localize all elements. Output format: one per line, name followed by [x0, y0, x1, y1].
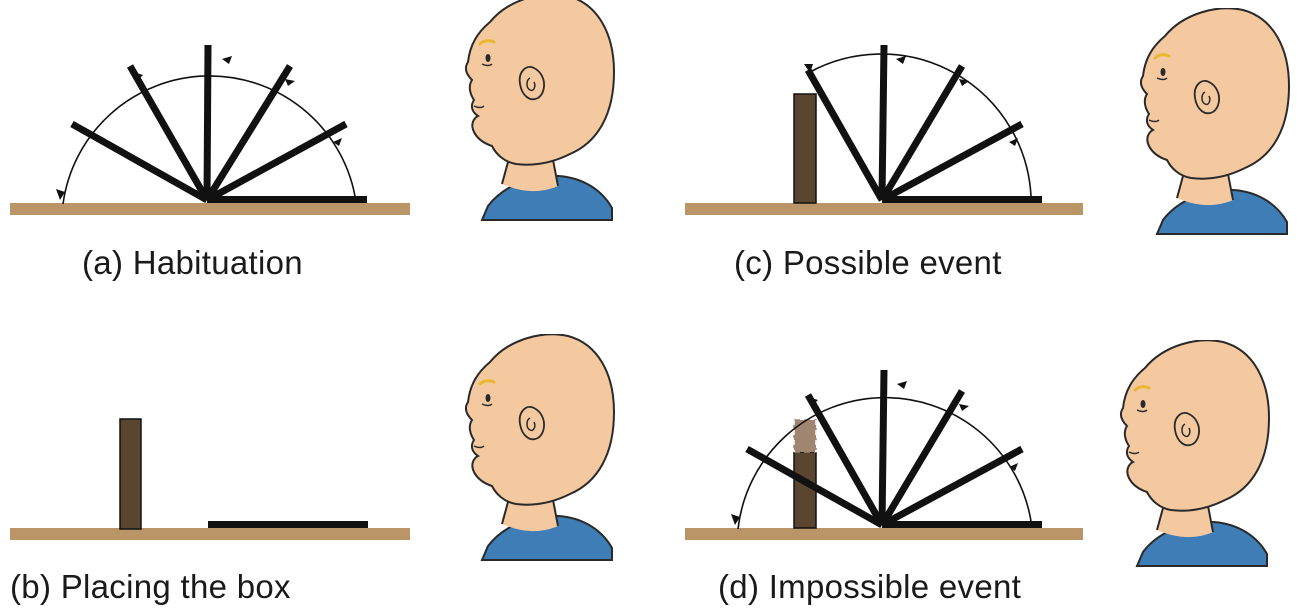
board-ray: [878, 369, 888, 526]
caption-possible-event: (c) Possible event: [734, 244, 1002, 281]
drawbridge-board-flat: [882, 521, 1042, 528]
drawbridge-board-flat: [207, 196, 367, 203]
board-ray: [880, 445, 1024, 529]
drawbridge-board-flat: [208, 521, 368, 528]
drawbridge-board-rays: [804, 44, 1024, 204]
board-ray: [878, 389, 966, 527]
habituation-diagram: [10, 44, 410, 215]
board-ray: [203, 44, 212, 201]
panel-habituation: (a) Habituation: [0, 0, 640, 300]
board-ray: [804, 68, 886, 202]
caption-habituation: (a) Habituation: [82, 244, 303, 281]
impossible-event-diagram: [685, 369, 1083, 540]
rotation-arc-arrow: [62, 75, 356, 205]
board-ray: [70, 120, 209, 204]
drawbridge-board-flat: [882, 196, 1042, 203]
baby-figure: [1139, 8, 1291, 236]
caption-placing-the-box: (b) Placing the box: [10, 568, 291, 605]
floor: [685, 528, 1083, 540]
floor: [10, 203, 410, 215]
box-ghost: [793, 419, 817, 453]
board-ray: [205, 120, 348, 204]
board-ray: [878, 44, 888, 201]
board-ray: [804, 393, 886, 527]
board-ray: [745, 445, 884, 529]
board-ray: [878, 64, 966, 202]
rotation-arc-arrow: [809, 53, 1032, 197]
caption-impossible-event: (d) Impossible event: [718, 568, 1022, 605]
board-ray: [880, 120, 1024, 204]
baby-figure: [464, 334, 616, 562]
baby-figure: [1119, 340, 1271, 568]
box: [793, 93, 817, 204]
floor: [685, 203, 1083, 215]
panel-possible-event: (c) Possible event: [660, 0, 1299, 300]
drawbridge-board-rays: [745, 369, 1024, 529]
floor: [10, 528, 410, 540]
placing-box-diagram: [10, 418, 410, 540]
board-ray: [126, 64, 211, 202]
arc-arrowheads: [731, 381, 1018, 525]
baby-figure: [464, 0, 616, 222]
arc-arrowheads: [804, 56, 1018, 146]
arc-arrowheads: [56, 56, 342, 200]
box: [119, 418, 142, 530]
panel-impossible-event: (d) Impossible event: [660, 300, 1299, 608]
drawbridge-board-rays: [70, 44, 348, 204]
board-ray: [204, 64, 293, 202]
rotation-arc-arrow: [737, 396, 1032, 530]
panel-placing-the-box: (b) Placing the box: [0, 300, 640, 608]
possible-event-diagram: [685, 44, 1083, 215]
